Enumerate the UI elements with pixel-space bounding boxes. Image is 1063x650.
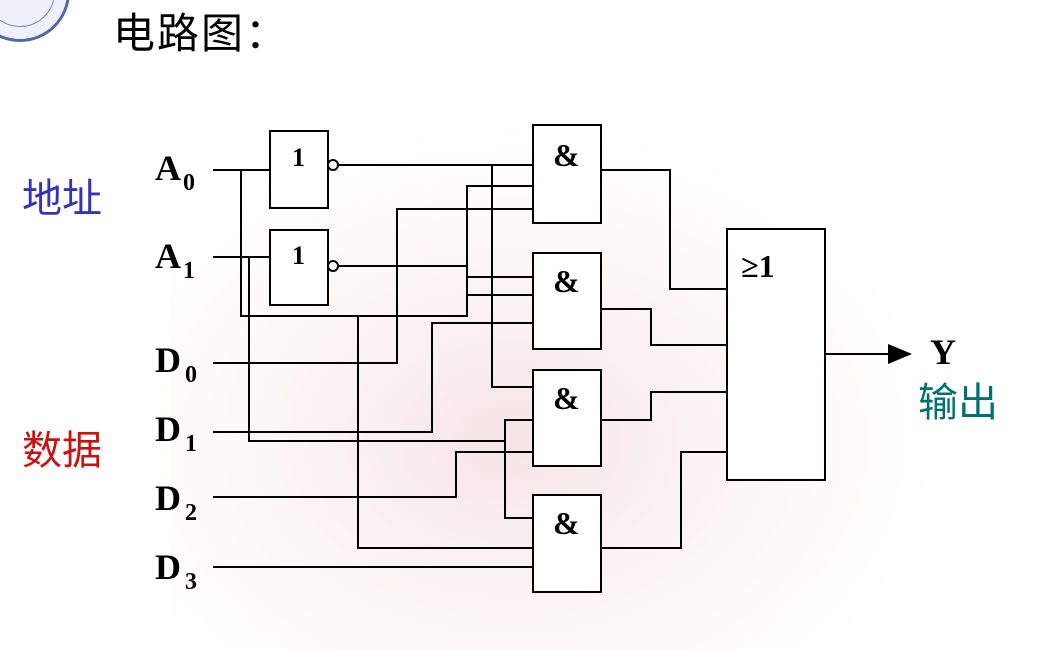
svg-text:D: D: [155, 547, 181, 587]
wires: [213, 164, 912, 568]
svg-text:D: D: [155, 478, 181, 518]
svg-text:2: 2: [185, 500, 197, 526]
circuit-diagram: A 0 A 1 D 0 D 1 D 2 D 3: [155, 124, 956, 595]
svg-text:A: A: [155, 236, 181, 276]
and-gate-1: &: [532, 124, 602, 224]
input-label-d1: D 1: [155, 409, 197, 457]
svg-text:&: &: [553, 505, 580, 541]
not-gate-a0: 1: [269, 130, 339, 209]
svg-text:D: D: [155, 409, 181, 449]
input-label-a0: A 0: [155, 148, 195, 196]
svg-text:0: 0: [183, 170, 195, 196]
svg-text:A: A: [155, 148, 181, 188]
address-label: 地址: [22, 176, 102, 222]
svg-text:1: 1: [292, 143, 305, 172]
and-gate-2: &: [532, 252, 602, 350]
input-label-d3: D 3: [155, 547, 197, 595]
output-y-label: Y: [930, 332, 956, 372]
page-title: 电路图：: [113, 9, 290, 58]
or-gate: ≥1: [726, 228, 826, 481]
svg-text:1: 1: [185, 431, 197, 457]
svg-text:D: D: [155, 340, 181, 380]
svg-text:1: 1: [292, 241, 305, 270]
svg-text:&: &: [553, 137, 580, 173]
input-label-a1: A 1: [155, 236, 195, 284]
and-gate-4: &: [532, 494, 602, 593]
svg-text:&: &: [553, 380, 580, 416]
data-label: 数据: [22, 428, 102, 474]
svg-text:≥1: ≥1: [741, 248, 775, 284]
input-label-d2: D 2: [155, 478, 197, 526]
svg-text:0: 0: [185, 362, 197, 388]
output-label: 输出: [918, 380, 998, 426]
and-gate-3: &: [532, 369, 602, 467]
svg-text:&: &: [553, 263, 580, 299]
not-gate-a1: 1: [269, 229, 339, 306]
svg-text:3: 3: [185, 569, 197, 595]
svg-text:1: 1: [183, 258, 195, 284]
input-label-d0: D 0: [155, 340, 197, 388]
